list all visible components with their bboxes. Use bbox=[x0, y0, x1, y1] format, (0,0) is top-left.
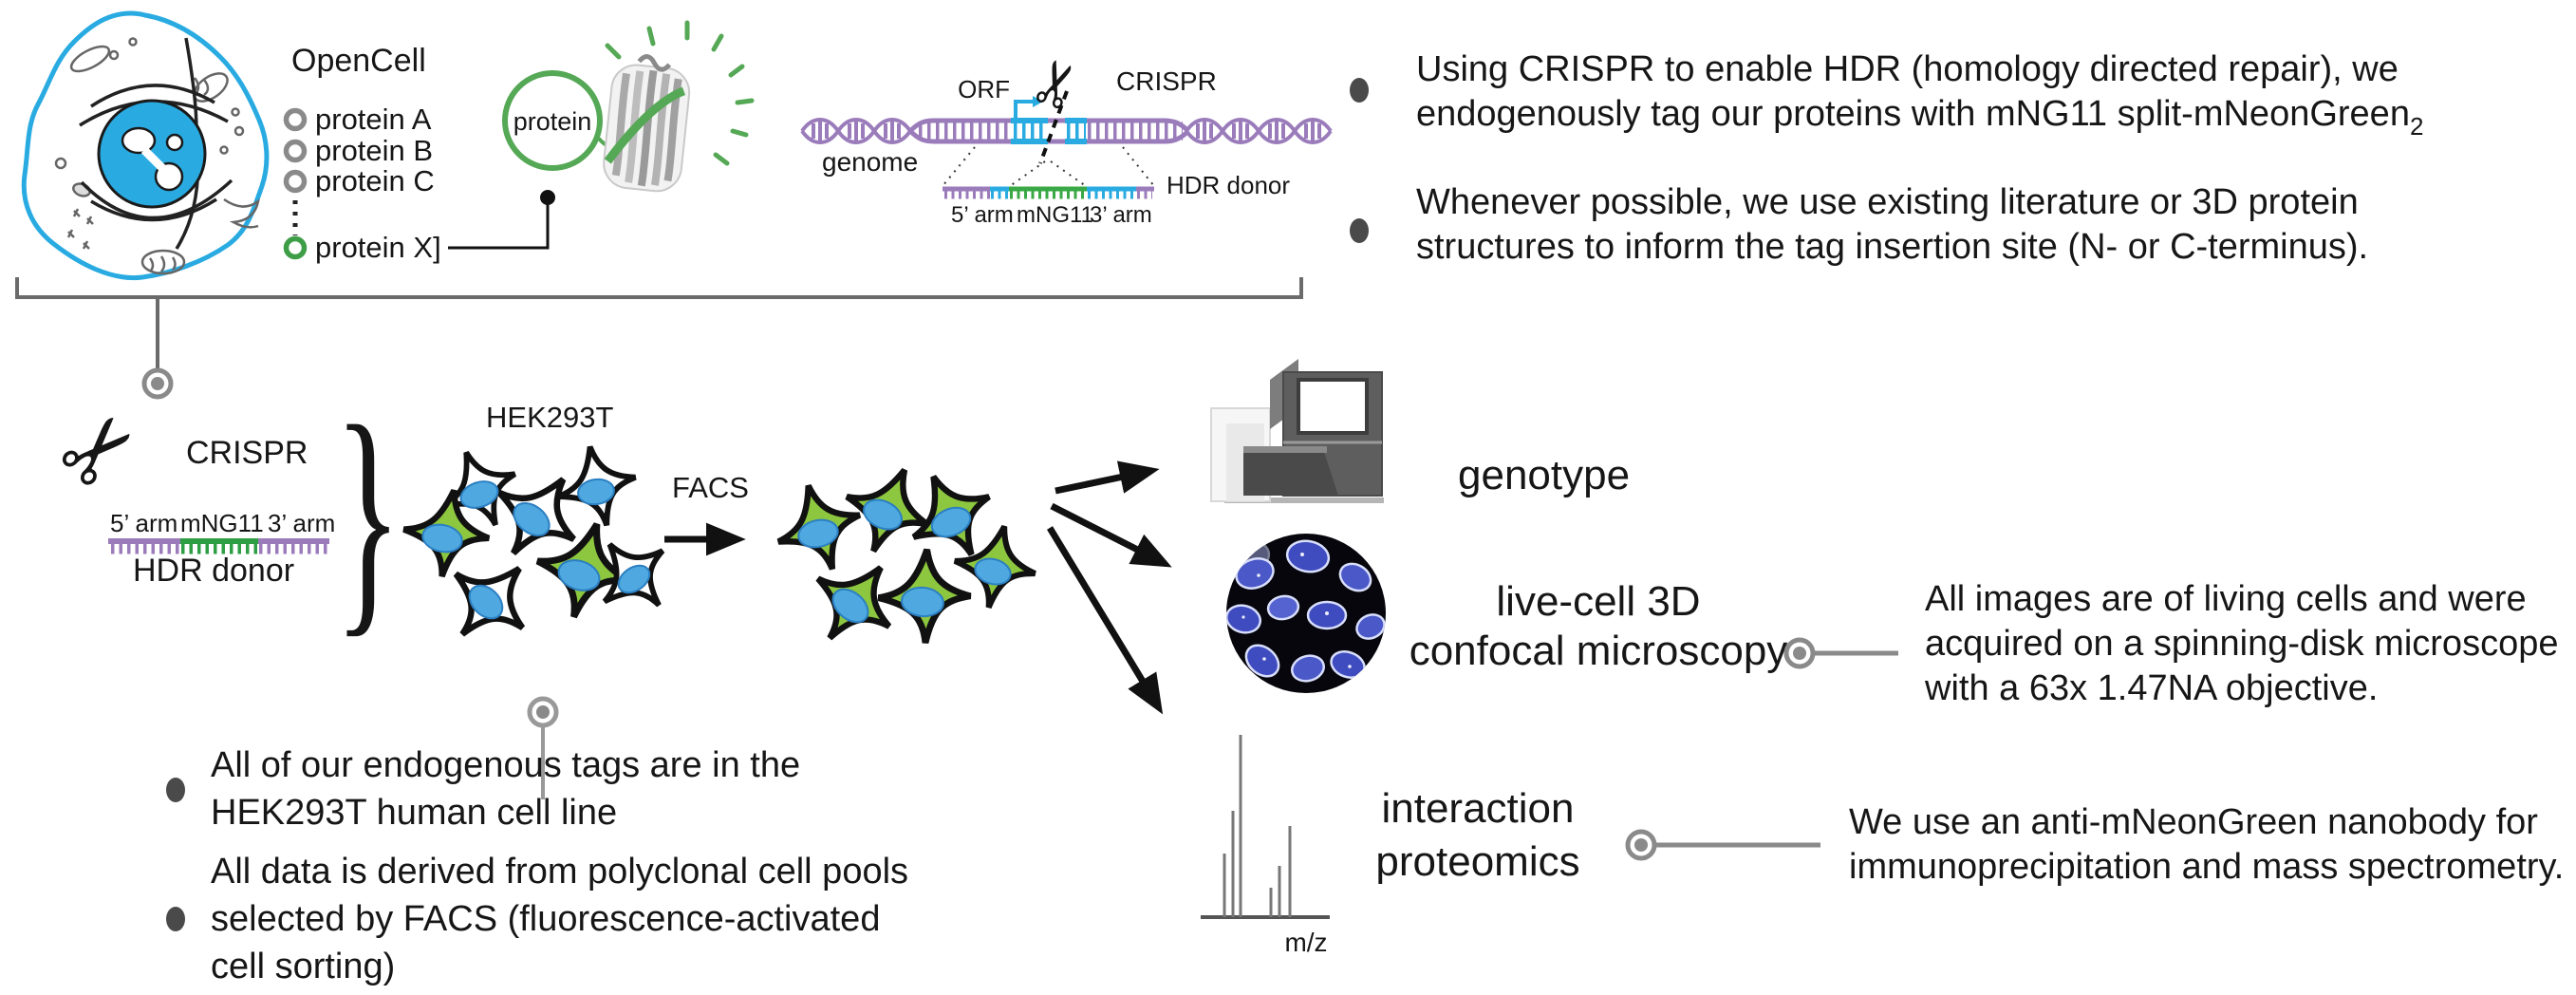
promoter-arrow-icon bbox=[1014, 96, 1043, 119]
bullet-dot bbox=[1350, 78, 1369, 103]
protein-b-label: protein B bbox=[315, 134, 433, 167]
imaging-label-line2: confocal microscopy bbox=[1409, 628, 1788, 674]
nucleolus bbox=[121, 126, 184, 192]
tagging-bullets: Using CRISPR to enable HDR (homology dir… bbox=[1350, 49, 2423, 267]
fluorescence-dashes bbox=[605, 20, 755, 166]
genome-label: genome bbox=[822, 147, 918, 177]
mass-spectrum-plot bbox=[1201, 735, 1330, 919]
orf-label: ORF bbox=[958, 75, 1010, 103]
genotype-output: genotype bbox=[1210, 359, 1630, 503]
mz-axis-label: m/z bbox=[1284, 928, 1327, 957]
mng11-label: mNG11 bbox=[180, 509, 264, 537]
bracket-connector bbox=[15, 277, 1303, 400]
confocal-nuclei bbox=[1226, 539, 1386, 683]
bottom-bullet1-line1: All of our endogenous tags are in the bbox=[211, 745, 800, 785]
genome-helix bbox=[800, 118, 1333, 144]
protein-a-ring bbox=[283, 107, 308, 132]
arm3-top-label: 3’ arm bbox=[1090, 202, 1152, 228]
protein-b-ring bbox=[283, 139, 308, 163]
bracket bbox=[15, 277, 1303, 299]
arrow-to-genotype bbox=[1055, 460, 1160, 495]
svg-text:}: } bbox=[334, 375, 401, 659]
scissors-icon: ✂ bbox=[35, 386, 164, 516]
protein-c-label: protein C bbox=[315, 164, 435, 197]
hdr-donor-top-label: HDR donor bbox=[1167, 171, 1290, 199]
bullet-dot bbox=[166, 778, 185, 802]
curly-brace: } bbox=[334, 375, 401, 659]
proteomics-label-line2: proteomics bbox=[1375, 838, 1579, 885]
scissors-icon: ✂ bbox=[1016, 48, 1099, 121]
proteomics-note-line2: immunoprecipitation and mass spectrometr… bbox=[1849, 847, 2564, 887]
crispr-label: CRISPR bbox=[186, 435, 308, 471]
facs-step: FACS bbox=[664, 471, 749, 556]
protein-a-label: protein A bbox=[315, 103, 432, 136]
donor-mapping-dotted-lines bbox=[942, 146, 1155, 187]
protein-circle-label: protein bbox=[513, 107, 592, 136]
sorted-pool bbox=[768, 453, 1044, 663]
pool-pin-connector bbox=[527, 696, 559, 799]
imaging-note-line1: All images are of living cells and were bbox=[1925, 579, 2527, 619]
nuclei bbox=[421, 478, 651, 620]
hdr-donor-construct bbox=[943, 186, 1154, 199]
imaging-output: live-cell 3D confocal microscopy All ima… bbox=[1226, 534, 2558, 708]
mng11-top-label: mNG11 bbox=[1017, 202, 1093, 228]
mneongreen-structure bbox=[603, 54, 691, 193]
opencell-title: OpenCell bbox=[291, 43, 426, 79]
arm5-label: 5’ arm bbox=[110, 509, 177, 537]
orf-segment bbox=[1011, 118, 1087, 144]
cut-dashed-line bbox=[1038, 90, 1069, 164]
protein-x-connector bbox=[448, 190, 555, 250]
output-arrows bbox=[1047, 460, 1172, 715]
dna-sequencer-illustration bbox=[1210, 359, 1384, 503]
bullet1-line2: endogenously tag our proteins with mNG11… bbox=[1416, 94, 2423, 141]
bullet1-line1: Using CRISPR to enable HDR (homology dir… bbox=[1416, 49, 2399, 89]
pin-dot bbox=[151, 377, 164, 390]
genotype-label: genotype bbox=[1458, 452, 1630, 498]
tagged-protein-cartoon: protein bbox=[502, 20, 755, 193]
bullet-dot bbox=[1350, 218, 1369, 243]
bottom-bullet2-line3: cell sorting) bbox=[211, 947, 395, 986]
bottom-bullet1-line2: HEK293T human cell line bbox=[211, 793, 617, 833]
genome-editing-diagram: ORF ✂ CRISPR genome 5’ arm mNG11 bbox=[800, 48, 1333, 228]
hdr-donor-label: HDR donor bbox=[133, 553, 294, 589]
protein-c-ring bbox=[283, 169, 308, 194]
arm5-top-label: 5’ arm bbox=[951, 202, 1014, 228]
nuclei bbox=[797, 498, 1012, 624]
proteomics-note-line1: We use an anti-mNeonGreen nanobody for bbox=[1849, 802, 2538, 842]
arm3-label: 3’ arm bbox=[268, 509, 335, 537]
imaging-note-line3: with a 63x 1.47NA objective. bbox=[1924, 668, 2378, 708]
proteomics-pin-connector bbox=[1625, 829, 1820, 861]
opencell-list: OpenCell protein A protein B protein C p… bbox=[283, 43, 555, 264]
bottom-bullet2-line2: selected by FACS (fluorescence-activated bbox=[211, 899, 880, 939]
bullet2-line1: Whenever possible, we use existing liter… bbox=[1416, 182, 2359, 222]
cell-cluster-green bbox=[768, 453, 1044, 663]
proteomics-label-line1: interaction bbox=[1381, 785, 1574, 832]
crispr-input: ✂ CRISPR 5’ arm mNG11 3’ arm HDR donor } bbox=[35, 375, 402, 659]
imaging-label-line1: live-cell 3D bbox=[1496, 578, 1700, 625]
imaging-pin-connector bbox=[1783, 637, 1898, 669]
arrow-to-proteomics bbox=[1047, 526, 1164, 715]
protein-circle bbox=[502, 70, 603, 171]
arrow-to-imaging bbox=[1050, 502, 1172, 568]
protein-x-ring bbox=[283, 235, 308, 260]
bullet2-line2: structures to inform the tag insertion s… bbox=[1416, 227, 2368, 267]
cell-line-bullets: All of our endogenous tags are in the HE… bbox=[166, 745, 908, 986]
hdr-donor-mini-construct bbox=[108, 538, 329, 554]
crispr-top-label: CRISPR bbox=[1116, 66, 1217, 96]
organelles bbox=[54, 37, 260, 275]
endoplasmic-reticulum bbox=[79, 37, 233, 250]
facs-label: FACS bbox=[672, 471, 749, 504]
hek293t-label: HEK293T bbox=[486, 401, 613, 434]
proteomics-output: m/z interaction proteomics We use an ant… bbox=[1201, 735, 2564, 957]
bullet-dot bbox=[166, 907, 185, 931]
bottom-bullet2-line1: All data is derived from polyclonal cell… bbox=[211, 852, 908, 892]
cell-illustration bbox=[21, 10, 270, 281]
hek293t-pool: HEK293T bbox=[396, 401, 687, 799]
protein-x-label: protein X] bbox=[315, 231, 441, 264]
imaging-note-line2: acquired on a spinning-disk microscope bbox=[1925, 624, 2558, 664]
